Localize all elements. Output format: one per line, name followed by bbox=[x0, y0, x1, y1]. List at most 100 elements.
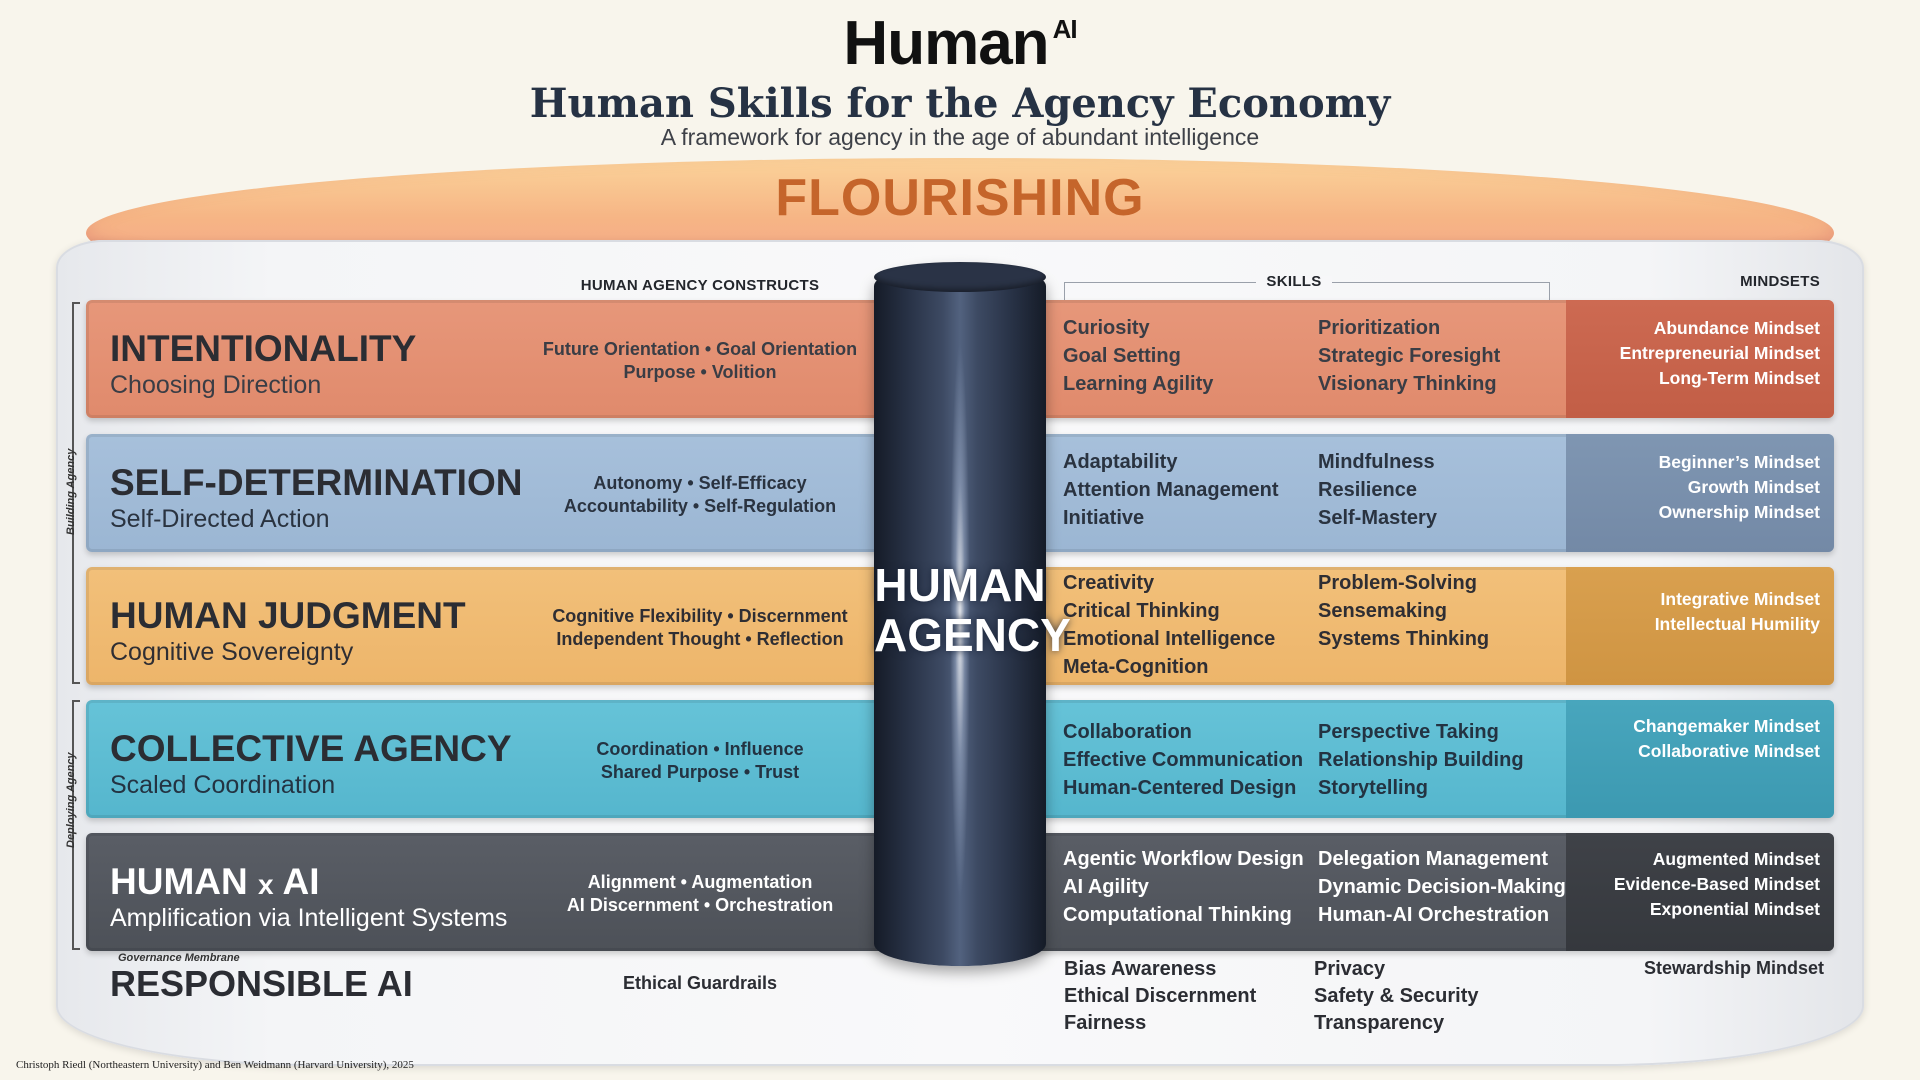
skill-item: Safety & Security bbox=[1314, 985, 1479, 1007]
band-constructs: Cognitive Flexibility • Discernment Inde… bbox=[520, 605, 880, 651]
construct-line: Shared Purpose • Trust bbox=[600, 762, 800, 782]
construct-line: Coordination • Influence bbox=[596, 739, 804, 759]
skill-item: Critical Thinking bbox=[1063, 600, 1220, 622]
mindsets-list: Integrative Mindset Intellectual Humilit… bbox=[1560, 587, 1820, 637]
band-subtitle: Self-Directed Action bbox=[110, 505, 330, 533]
skill-item: Creativity bbox=[1063, 572, 1155, 594]
page-title: Human Skills for the Agency Economy bbox=[529, 80, 1391, 127]
mindset-item: Augmented Mindset bbox=[1652, 849, 1820, 869]
mindset-item: Exponential Mindset bbox=[1649, 899, 1820, 919]
construct-line: Independent Thought • Reflection bbox=[556, 629, 844, 649]
band-title: HUMAN x AI bbox=[110, 861, 319, 906]
band-title: COLLECTIVE AGENCY bbox=[110, 728, 512, 769]
skill-item: Initiative bbox=[1063, 507, 1145, 529]
skill-item: Delegation Management bbox=[1318, 848, 1549, 870]
mindsets-cell bbox=[1566, 833, 1834, 951]
mindset-item: Collaborative Mindset bbox=[1638, 741, 1820, 761]
skill-item: Self-Mastery bbox=[1318, 507, 1437, 529]
skill-item: Emotional Intelligence bbox=[1063, 628, 1276, 650]
responsible-skills-left: Bias Awareness Ethical Discernment Fairn… bbox=[1064, 956, 1256, 1037]
band-constructs: Alignment • Augmentation AI Discernment … bbox=[520, 871, 880, 917]
pillar-glow bbox=[950, 340, 970, 900]
building-agency-label: Building Agency bbox=[65, 448, 77, 535]
skill-item: Fairness bbox=[1064, 1012, 1147, 1034]
mindsets-cell bbox=[1566, 434, 1834, 552]
skill-item: Human-Centered Design bbox=[1063, 777, 1297, 799]
mindsets-cell bbox=[1566, 567, 1834, 685]
mindsets-list: Changemaker Mindset Collaborative Mindse… bbox=[1560, 714, 1820, 764]
page-subtitle: A framework for agency in the age of abu… bbox=[660, 124, 1260, 150]
skill-item: Computational Thinking bbox=[1063, 904, 1292, 926]
governance-membrane-label: Governance Membrane bbox=[118, 952, 240, 964]
skills-list-left: Collaboration Effective Communication Hu… bbox=[1063, 718, 1303, 802]
logo-main: Human bbox=[843, 9, 1049, 78]
construct-line: Autonomy • Self-Efficacy bbox=[593, 473, 807, 493]
band-constructs: Coordination • Influence Shared Purpose … bbox=[520, 738, 880, 784]
skill-item: Relationship Building bbox=[1318, 749, 1524, 771]
pillar-top bbox=[874, 262, 1046, 292]
construct-line: Future Orientation • Goal Orientation bbox=[542, 339, 858, 359]
skill-item: Prioritization bbox=[1318, 317, 1441, 339]
skill-item: Ethical Discernment bbox=[1064, 985, 1257, 1007]
skills-list-left: Agentic Workflow Design AI Agility Compu… bbox=[1063, 845, 1304, 929]
skill-item: Effective Communication bbox=[1063, 749, 1304, 771]
pillar-label: HUMAN AGENCY bbox=[874, 560, 1071, 660]
skill-item: Bias Awareness bbox=[1064, 958, 1217, 980]
title-human: HUMAN bbox=[110, 861, 248, 902]
mindset-item: Abundance Mindset bbox=[1653, 318, 1820, 338]
skill-item: Human-AI Orchestration bbox=[1318, 904, 1550, 926]
skills-list-right: Prioritization Strategic Foresight Visio… bbox=[1318, 314, 1500, 398]
skill-item: AI Agility bbox=[1063, 876, 1149, 898]
skill-item: Strategic Foresight bbox=[1318, 345, 1501, 367]
skill-item: Mindfulness bbox=[1318, 451, 1435, 473]
skill-item: Visionary Thinking bbox=[1318, 373, 1497, 395]
mindset-item: Ownership Mindset bbox=[1658, 502, 1820, 522]
responsible-skills-right: Privacy Safety & Security Transparency bbox=[1314, 956, 1479, 1037]
building-agency-bracket bbox=[72, 302, 80, 684]
constructs-column-header: HUMAN AGENCY CONSTRUCTS bbox=[580, 277, 820, 294]
band-title: SELF-DETERMINATION bbox=[110, 462, 523, 503]
skills-list-left: Curiosity Goal Setting Learning Agility bbox=[1063, 314, 1213, 398]
band-subtitle: Cognitive Sovereignty bbox=[110, 638, 354, 666]
mindsets-list: Augmented Mindset Evidence-Based Mindset… bbox=[1560, 847, 1820, 922]
skill-item: Learning Agility bbox=[1063, 373, 1214, 395]
skill-item: Problem-Solving bbox=[1318, 572, 1477, 594]
mindset-item: Beginner’s Mindset bbox=[1658, 452, 1820, 472]
skills-list-right: Mindfulness Resilience Self-Mastery bbox=[1318, 448, 1437, 532]
skill-item: Sensemaking bbox=[1318, 600, 1447, 622]
mindsets-cell bbox=[1566, 300, 1834, 418]
skill-item: Meta-Cognition bbox=[1063, 656, 1209, 678]
skill-item: Transparency bbox=[1314, 1012, 1445, 1034]
skills-column-header: SKILLS bbox=[1266, 273, 1322, 290]
band-title: INTENTIONALITY bbox=[110, 328, 417, 369]
flourishing-label: FLOURISHING bbox=[775, 169, 1145, 227]
mindset-item: Integrative Mindset bbox=[1660, 589, 1820, 609]
construct-line: Accountability • Self-Regulation bbox=[563, 496, 837, 516]
band-title: HUMAN JUDGMENT bbox=[110, 595, 466, 636]
band-subtitle: Choosing Direction bbox=[110, 371, 322, 399]
skill-item: Perspective Taking bbox=[1318, 721, 1499, 743]
skills-list-left: Creativity Critical Thinking Emotional I… bbox=[1063, 569, 1275, 681]
mindsets-cell bbox=[1566, 700, 1834, 818]
title-ai: AI bbox=[282, 861, 320, 902]
skill-item: Systems Thinking bbox=[1318, 628, 1490, 650]
construct-line: Alignment • Augmentation bbox=[587, 872, 813, 892]
construct-line: Cognitive Flexibility • Discernment bbox=[552, 606, 848, 626]
band-subtitle: Amplification via Intelligent Systems bbox=[110, 904, 508, 932]
skills-list-right: Perspective Taking Relationship Building… bbox=[1318, 718, 1524, 802]
mindset-item: Growth Mindset bbox=[1687, 477, 1820, 497]
band-constructs: Autonomy • Self-Efficacy Accountability … bbox=[520, 472, 880, 518]
credit-footer: Christoph Riedl (Northeastern University… bbox=[16, 1059, 414, 1071]
band-constructs: Future Orientation • Goal Orientation Pu… bbox=[520, 338, 880, 384]
deploying-agency-label: Deploying Agency bbox=[65, 752, 77, 848]
skills-list-right: Delegation Management Dynamic Decision-M… bbox=[1318, 845, 1566, 929]
skill-item: Adaptability bbox=[1063, 451, 1178, 473]
skill-item: Collaboration bbox=[1063, 721, 1192, 743]
mindset-item: Intellectual Humility bbox=[1654, 614, 1820, 634]
mindsets-column-header: MINDSETS bbox=[1740, 273, 1820, 290]
skill-item: Resilience bbox=[1318, 479, 1417, 501]
skills-bracket-gap bbox=[1256, 276, 1332, 290]
skill-item: Attention Management bbox=[1063, 479, 1279, 501]
skill-item: Curiosity bbox=[1063, 317, 1150, 339]
